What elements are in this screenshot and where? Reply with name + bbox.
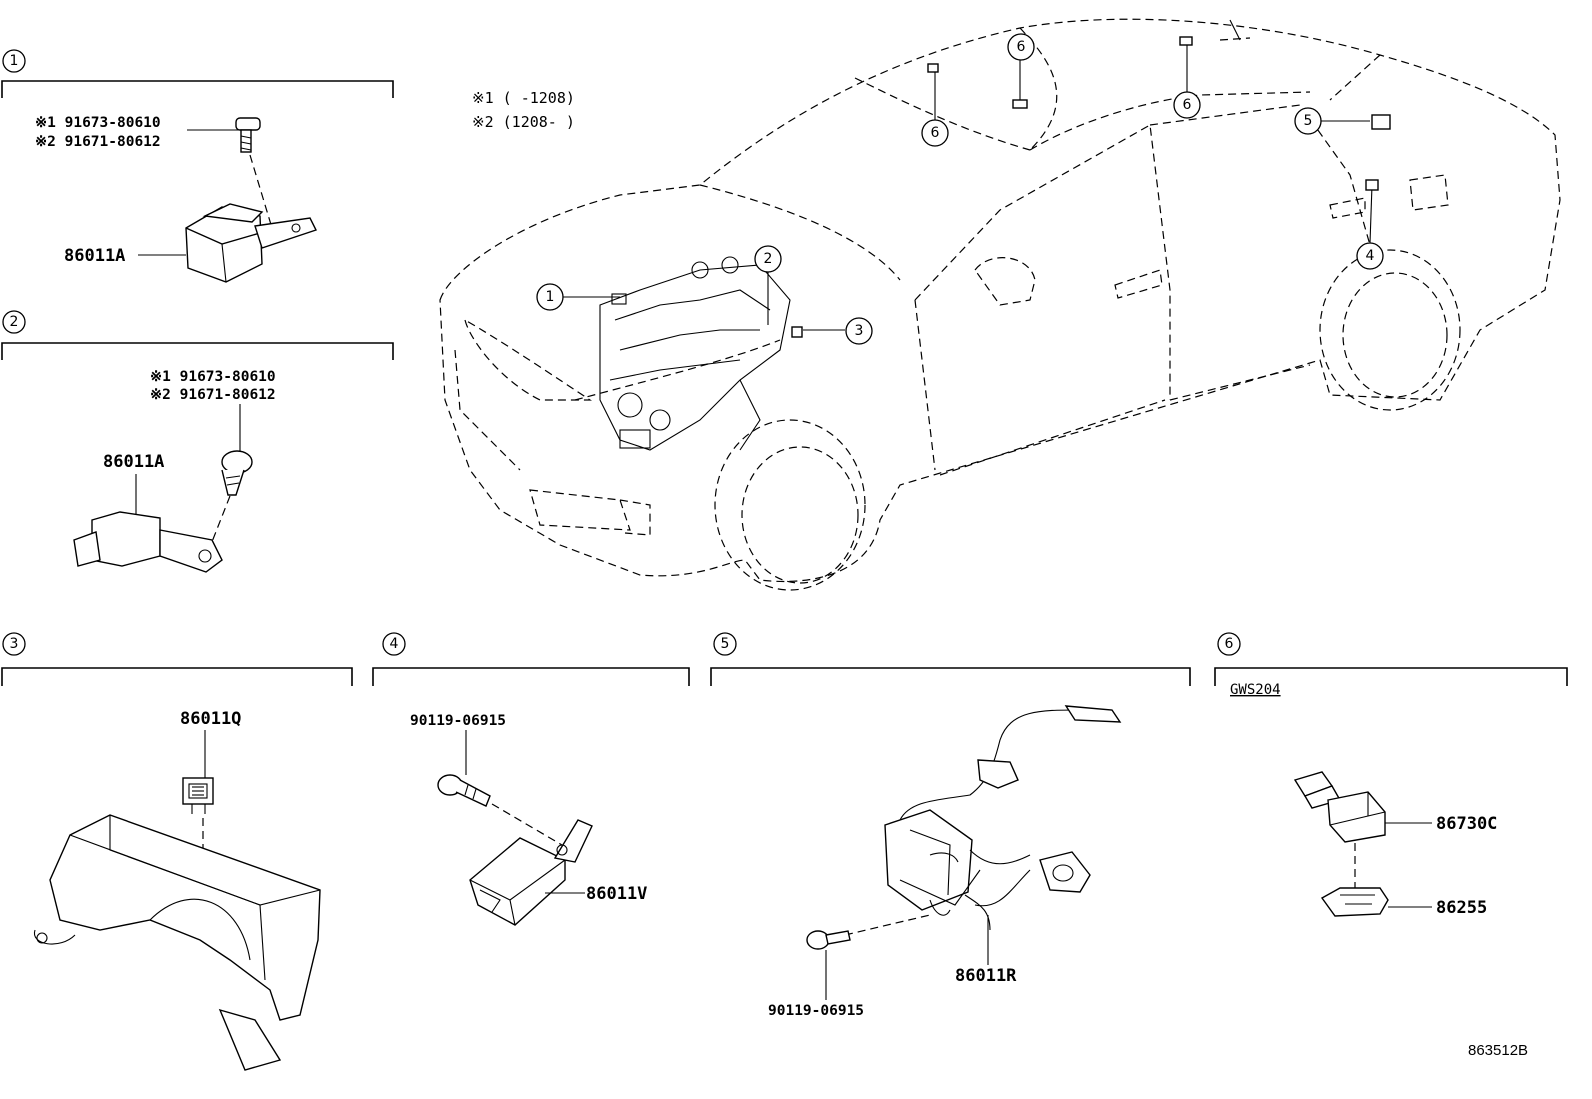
- section-1-number: 1: [10, 53, 19, 69]
- diagram-reference: 863512B: [1468, 1042, 1528, 1059]
- section-4-bolt-label: 90119-06915: [410, 713, 506, 729]
- section-6-sensor: [1293, 771, 1386, 843]
- note-1: ※1 ( -1208): [472, 89, 575, 107]
- section-4-part-label: 86011V: [586, 884, 647, 904]
- car-callout-6c: 6: [1173, 91, 1201, 119]
- section-1-bolt-line1: ※1 91673-80610: [35, 115, 161, 131]
- section-6: 6 GWS204 86730C 86255: [1214, 632, 1568, 918]
- section-5: 5 86011R 90119-06915: [710, 632, 1191, 1019]
- section-1-bolt-line2: ※2 91671-80612: [35, 134, 161, 150]
- roof-lamp-c: [1179, 36, 1193, 46]
- section-6-lower-part-label: 86255: [1436, 898, 1487, 918]
- svg-text:4: 4: [1366, 248, 1375, 264]
- part-4-marker: [1365, 179, 1379, 191]
- section-5-bolt: [806, 930, 851, 950]
- section-6-lens: [1320, 887, 1389, 917]
- vehicle-overview: ※1 ( -1208) ※2 (1208- ): [439, 18, 1561, 591]
- section-2-bolt-line2: ※2 91671-80612: [150, 387, 276, 403]
- note-2: ※2 (1208- ): [472, 113, 575, 131]
- section-6-badge: [1217, 632, 1241, 656]
- section-1-bolt: [235, 117, 261, 153]
- svg-text:6: 6: [931, 125, 940, 141]
- section-3-number: 3: [10, 636, 19, 652]
- section-3: 3 86011Q: [1, 632, 353, 1071]
- car-callout-1: 1: [536, 283, 564, 311]
- car-callout-3: 3: [845, 317, 873, 345]
- roof-lamp-a: [927, 63, 939, 73]
- section-2-bolt: [221, 450, 253, 496]
- section-1-bracket: [1, 80, 394, 98]
- section-5-part-label: 86011R: [955, 966, 1017, 986]
- section-1: 1 ※1 91673-80610 ※2 91671-80612 86011A: [1, 49, 394, 283]
- section-4-bracket: [372, 667, 690, 686]
- section-6-bracket: [1214, 667, 1568, 686]
- section-6-number: 6: [1225, 636, 1234, 652]
- section-4-bolt: [437, 774, 491, 807]
- svg-text:3: 3: [855, 323, 864, 339]
- engine-cluster: [599, 256, 791, 451]
- section-2: 2 ※1 91673-80610 ※2 91671-80612 86011A: [1, 310, 394, 573]
- rear-wheel: [1319, 249, 1461, 411]
- svg-text:6: 6: [1183, 97, 1192, 113]
- section-5-number: 5: [721, 636, 730, 652]
- section-4: 4 90119-06915 86011V: [372, 632, 690, 926]
- front-wheel: [714, 419, 866, 591]
- section-2-bolt-line1: ※1 91673-80610: [150, 369, 276, 385]
- section-3-part-label: 86011Q: [180, 709, 241, 729]
- section-6-code: GWS204: [1230, 682, 1281, 698]
- section-2-number: 2: [10, 314, 19, 330]
- connector-3-marker: [791, 326, 803, 338]
- section-3-badge: [2, 632, 26, 656]
- car-callout-6b: 6: [1007, 33, 1035, 61]
- section-4-module: [469, 819, 593, 926]
- car-callout-6a: 6: [921, 119, 949, 147]
- section-5-badge: [713, 632, 737, 656]
- car-body-outline: [439, 18, 1561, 582]
- section-5-bolt-label: 90119-06915: [768, 1003, 864, 1019]
- section-3-bracket: [1, 667, 353, 686]
- section-3-bracket-part: [34, 814, 321, 1071]
- section-1-sensor: [185, 203, 317, 283]
- car-callout-2: 2: [754, 245, 782, 273]
- section-5-actuator: [884, 705, 1122, 931]
- part-5-marker: [1371, 114, 1391, 130]
- section-2-bracket: [1, 342, 394, 360]
- svg-text:5: 5: [1304, 113, 1313, 129]
- section-6-upper-part-label: 86730C: [1436, 814, 1497, 834]
- section-3-relay: [182, 777, 214, 814]
- section-1-part-label: 86011A: [64, 246, 125, 266]
- section-2-sensor: [73, 511, 223, 573]
- section-2-part-label: 86011A: [103, 452, 164, 472]
- section-4-badge: [382, 632, 406, 656]
- car-callout-4: 4: [1356, 242, 1384, 270]
- svg-text:1: 1: [546, 289, 555, 305]
- svg-text:2: 2: [764, 251, 773, 267]
- svg-text:6: 6: [1017, 39, 1026, 55]
- car-callout-5: 5: [1294, 107, 1322, 135]
- section-2-badge: [2, 310, 26, 334]
- section-5-bracket: [710, 667, 1191, 686]
- section-1-badge: [2, 49, 26, 73]
- roof-lamp-b: [1012, 99, 1028, 109]
- section-4-number: 4: [390, 636, 399, 652]
